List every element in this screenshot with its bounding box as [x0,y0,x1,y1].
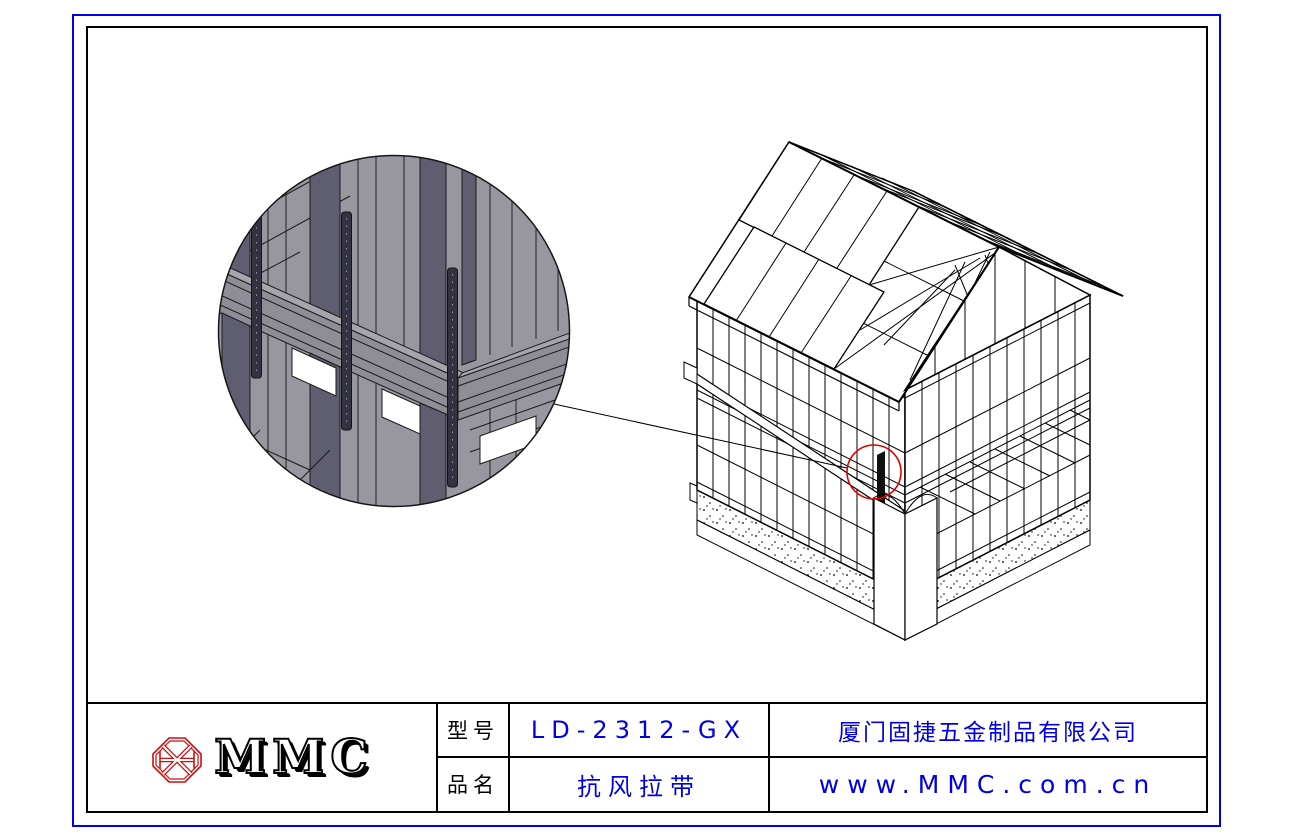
product-label: 品名 [447,773,499,798]
model-value-cell: LD-2312-GX [510,704,770,758]
website-cell: www.MMC.com.cn [770,758,1206,812]
roof-edges [688,141,1124,412]
anti-wind-straps [251,205,458,488]
company-name: 厦门固捷五金制品有限公司 [838,719,1138,746]
logo-cell: MMC [88,704,438,811]
model-label-cell: 型号 [438,704,510,758]
outer-sheet-border [72,14,1221,827]
product-label-cell: 品名 [438,757,510,811]
company-cell: 厦门固捷五金制品有限公司 [770,704,1206,758]
detail-circle-outline [217,154,571,508]
model-value: LD-2312-GX [530,715,748,744]
product-value: 抗风拉带 [577,772,701,801]
foundation [689,482,1091,641]
corner-pier [873,494,938,641]
title-block: MMC 型号 LD-2312-GX 厦门固捷五金制品有限公司 品名 抗风拉带 [88,702,1206,811]
inner-sheet-border: MMC 型号 LD-2312-GX 厦门固捷五金制品有限公司 品名 抗风拉带 [86,26,1208,813]
floor-joists [919,409,1091,515]
detail-callout-circle [846,444,902,500]
strap-detail-view [219,156,569,506]
product-value-cell: 抗风拉带 [510,757,770,811]
floor-band [219,265,569,421]
mmc-logo-mark [152,736,203,783]
detail-leader-line [553,403,848,469]
title-block-fields: 型号 LD-2312-GX 厦门固捷五金制品有限公司 品名 抗风拉带 www.M… [438,704,1206,811]
website-url: www.MMC.com.cn [818,769,1158,799]
house-isometric-view [683,141,1124,641]
right-wall [904,293,1091,597]
model-label: 型号 [447,718,499,743]
logo-text: MMC [213,730,374,785]
